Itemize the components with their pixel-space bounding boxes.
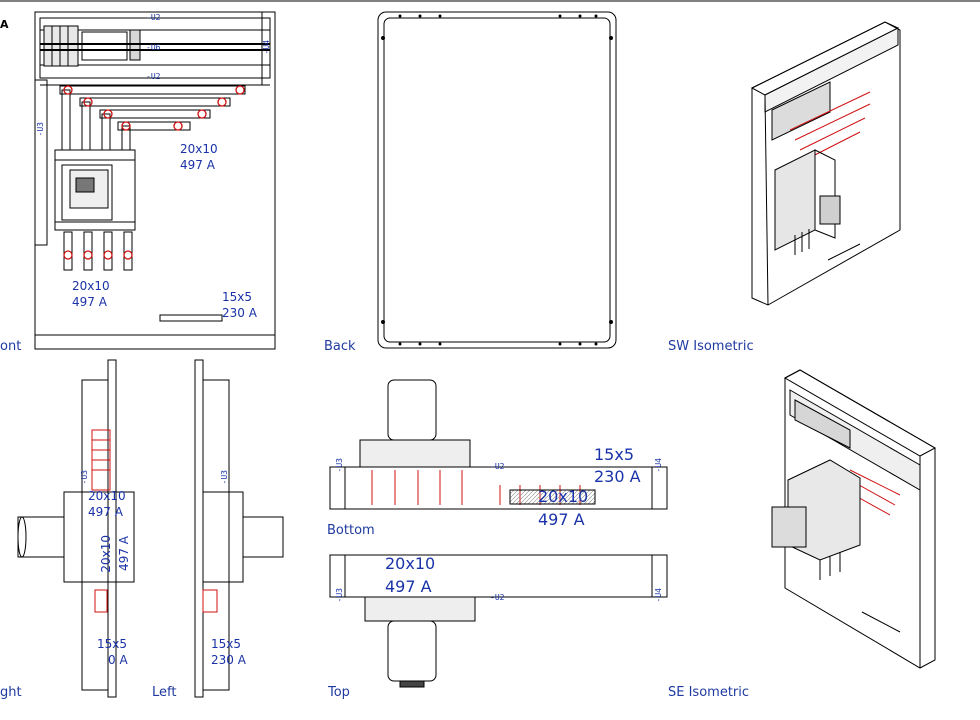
rail-tag-u2-bottom: -U2 xyxy=(490,462,505,471)
view-label-back: Back xyxy=(324,339,356,354)
rail-tag-u2-mid: -U2 xyxy=(146,72,161,81)
bottom-busbar-current: 497 A xyxy=(538,510,585,529)
front-branch-current: 230 A xyxy=(222,306,257,320)
rail-tag-u2-top-view: -U2 xyxy=(490,593,505,602)
right-vertical-size: 20x10 xyxy=(99,535,113,573)
view-label-se-isometric: SE Isometric xyxy=(668,685,750,700)
right-busbar-size: 20x10 xyxy=(88,489,126,503)
rail-tag-u4-front: -U4 xyxy=(262,40,271,55)
front-view xyxy=(34,11,276,350)
right-view xyxy=(17,359,135,698)
view-label-top: Top xyxy=(328,685,350,700)
left-branch-current: 230 A xyxy=(211,653,246,667)
rail-tag-u4-bottom: -U4 xyxy=(654,458,663,473)
top-busbar-current: 497 A xyxy=(385,577,432,596)
view-label-front: ont xyxy=(0,339,22,354)
se-isometric-view xyxy=(771,369,937,669)
back-view xyxy=(377,11,617,349)
bottom-branch-current: 230 A xyxy=(594,467,641,486)
view-label-bottom: Bottom xyxy=(327,523,375,538)
rail-tag-u2-top: -U2 xyxy=(146,13,161,22)
bottom-busbar-size: 20x10 xyxy=(538,487,589,506)
sw-isometric-view xyxy=(750,21,901,306)
view-label-left: Left xyxy=(152,685,177,700)
right-vertical-current: 497 A xyxy=(117,536,131,571)
rail-tag-u3-right: -U3 xyxy=(80,470,89,485)
rail-tag-u3-bottom: -U3 xyxy=(335,458,344,473)
front-busbar-size: 20x10 xyxy=(180,142,218,156)
left-branch-size: 15x5 xyxy=(211,637,242,651)
right-branch-size: 15x5 xyxy=(97,637,128,651)
front-busbar-current: 497 A xyxy=(180,158,215,172)
right-branch-current: 0 A xyxy=(108,653,128,667)
bottom-view xyxy=(329,379,668,510)
front-outgoing-size: 20x10 xyxy=(72,279,110,293)
view-label-sw-isometric: SW Isometric xyxy=(668,339,754,354)
left-view xyxy=(194,359,284,698)
front-branch-size: 15x5 xyxy=(222,290,253,304)
rail-tag-u3-front: -U3 xyxy=(36,122,45,137)
front-outgoing-current: 497 A xyxy=(72,295,107,309)
bottom-branch-size: 15x5 xyxy=(594,445,635,464)
corner-mark: A xyxy=(0,18,9,31)
rail-tag-u3-left: -U3 xyxy=(220,470,229,485)
top-busbar-size: 20x10 xyxy=(385,554,436,573)
rail-tag-u3-top: -U3 xyxy=(335,588,344,603)
view-label-right: ght xyxy=(0,685,22,700)
rail-tag-u4-top: -U4 xyxy=(654,588,663,603)
rail-tag-u6: -U6 xyxy=(146,43,161,52)
top-view xyxy=(329,554,668,688)
right-busbar-current: 497 A xyxy=(88,505,123,519)
